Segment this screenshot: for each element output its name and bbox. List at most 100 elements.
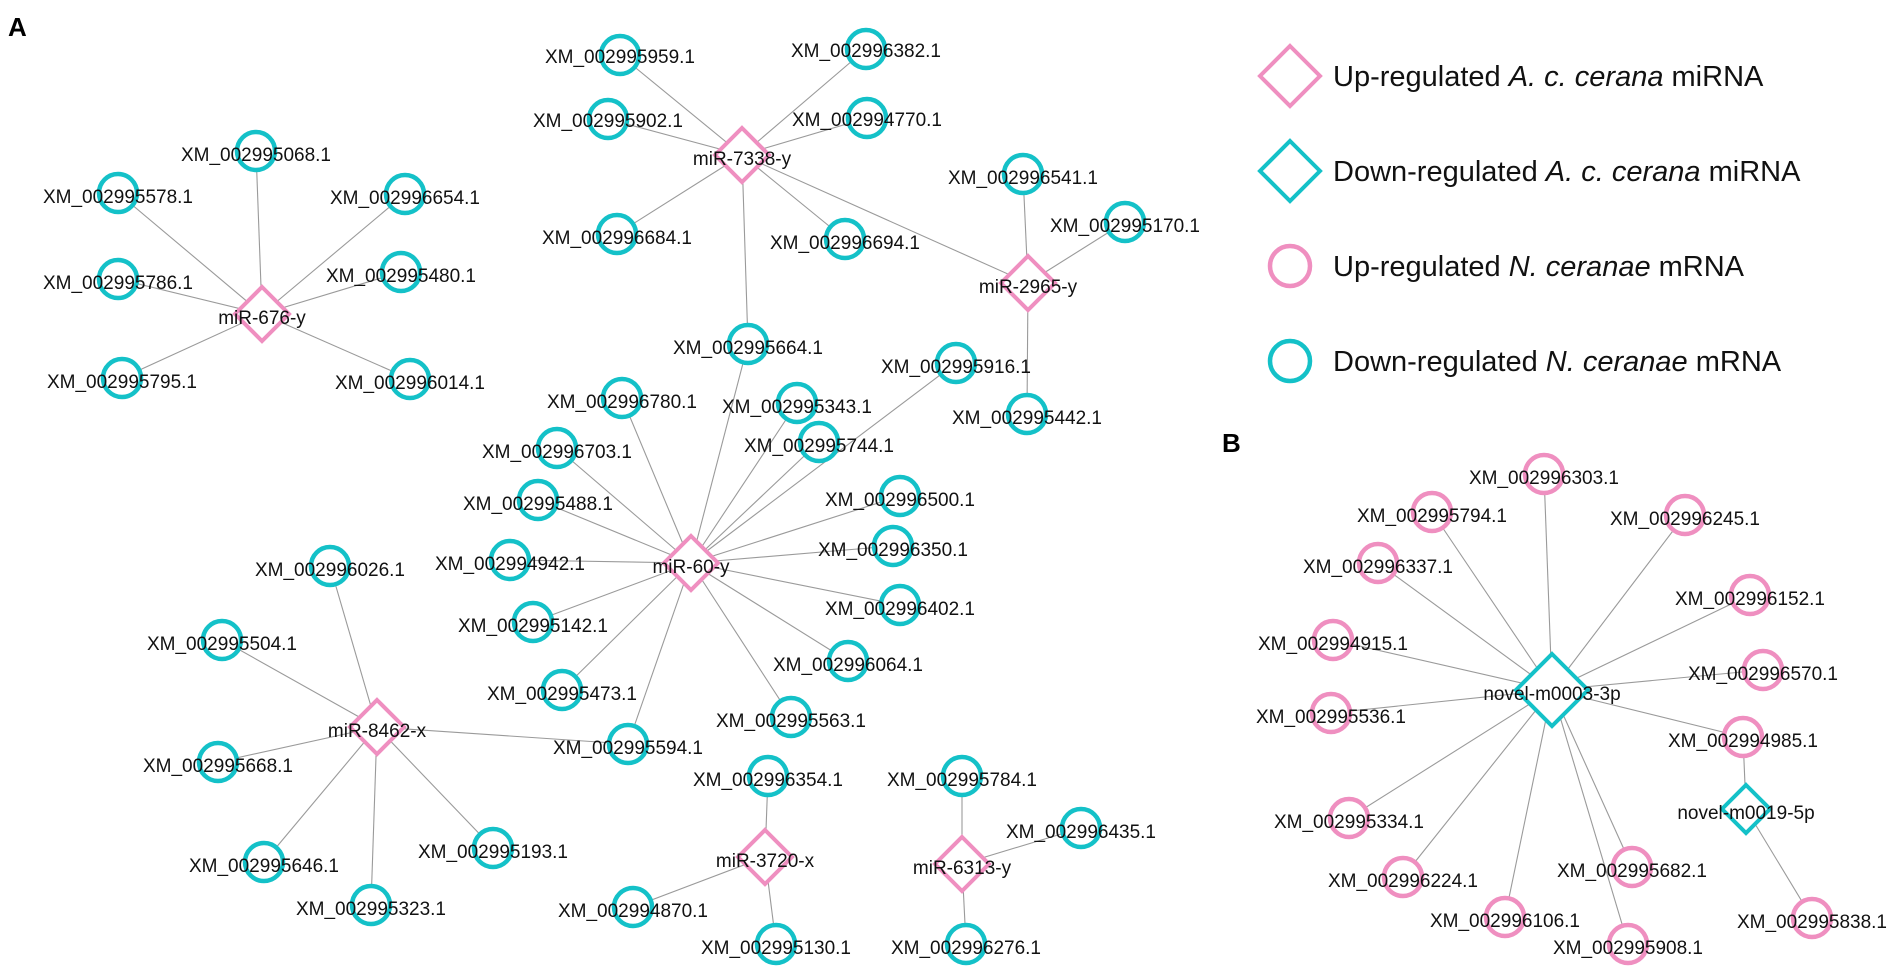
node-label-xm-002995130-1: XM_002995130.1: [701, 938, 851, 959]
edge-mir-8462-x-to-xm-002995594-1: [376, 726, 629, 745]
edge-mir-8462-x-to-xm-002996026-1: [329, 565, 378, 728]
legend-label: Down-regulated A. c. cerana miRNA: [1333, 156, 1801, 188]
mrna-node-xm-002996224-1: [1381, 855, 1425, 899]
legend-circle-icon: [1267, 243, 1313, 289]
node-label-xm-002995794-1: XM_002995794.1: [1357, 506, 1507, 527]
mrna-node-xm-002995504-1: [200, 618, 244, 662]
mrna-node-xm-002995902-1: [586, 97, 630, 141]
mrna-node-xm-002994870-1: [611, 885, 655, 929]
node-label-xm-002996402-1: XM_002996402.1: [825, 599, 975, 620]
node-label-xm-002996541-1: XM_002996541.1: [948, 168, 1098, 189]
node-label-xm-002996350-1: XM_002996350.1: [818, 540, 968, 561]
node-label-xm-002996694-1: XM_002996694.1: [770, 233, 920, 254]
mrna-node-xm-002996106-1: [1483, 895, 1527, 939]
edge-novel-m0003-3p-to-xm-002996106-1: [1504, 689, 1553, 918]
node-label-xm-002995959-1: XM_002995959.1: [545, 47, 695, 68]
edge-mir-8462-x-to-xm-002995193-1: [376, 726, 494, 849]
node-label-xm-002995323-1: XM_002995323.1: [296, 899, 446, 920]
edge-mir-60-y-to-xm-002994942-1: [509, 559, 692, 564]
mrna-node-xm-002995323-1: [349, 883, 393, 927]
mrna-node-xm-002995744-1: [797, 420, 841, 464]
node-label-xm-002996106-1: XM_002996106.1: [1430, 911, 1580, 932]
edge-novel-m0003-3p-to-xm-002996245-1: [1551, 514, 1686, 691]
mrna-node-xm-002996382-1: [844, 27, 888, 71]
mrna-node-xm-002995130-1: [754, 922, 798, 966]
node-label-xm-002995142-1: XM_002995142.1: [458, 616, 608, 637]
mrna-node-xm-002994770-1: [845, 96, 889, 140]
edge-novel-m0003-3p-to-xm-002995794-1: [1431, 511, 1553, 691]
mrna-node-xm-002996402-1: [878, 583, 922, 627]
mrna-node-xm-002996014-1: [388, 357, 432, 401]
node-label-xm-002994915-1: XM_002994915.1: [1258, 634, 1408, 655]
node-label-xm-002995838-1: XM_002995838.1: [1737, 912, 1887, 933]
edge-mir-676-y-to-xm-002996654-1: [261, 193, 406, 315]
edge-mir-8462-x-to-xm-002995504-1: [221, 639, 378, 728]
edge-mir-8462-x-to-xm-002995323-1: [370, 726, 378, 906]
node-label-xm-002995795-1: XM_002995795.1: [47, 372, 197, 393]
mrna-node-xm-002995664-1: [726, 322, 770, 366]
node-label-xm-002995488-1: XM_002995488.1: [463, 494, 613, 515]
mrna-node-xm-002995646-1: [242, 840, 286, 884]
node-label-xm-002995343-1: XM_002995343.1: [722, 397, 872, 418]
node-label-xm-002995786-1: XM_002995786.1: [43, 273, 193, 294]
edge-mir-60-y-to-xm-002995594-1: [627, 562, 692, 745]
mirna-node-mir-7338-y: [712, 125, 772, 185]
mirna-node-mir-60-y: [661, 533, 721, 593]
node-label-xm-002995480-1: XM_002995480.1: [326, 266, 476, 287]
edge-mir-60-y-to-xm-002995473-1: [561, 562, 692, 691]
edge-novel-m0003-3p-to-xm-002995536-1: [1330, 689, 1553, 714]
mrna-node-xm-002995536-1: [1309, 691, 1353, 735]
mrna-node-xm-002996684-1: [595, 212, 639, 256]
legend-entry-4: Down-regulated N. ceranae mRNA: [1267, 338, 1782, 384]
mrna-node-xm-002996780-1: [600, 376, 644, 420]
mrna-node-xm-002996703-1: [535, 426, 579, 470]
mrna-node-xm-002995068-1: [234, 129, 278, 173]
edge-mir-7338-y-to-xm-002996684-1: [616, 154, 743, 235]
node-label-xm-002996026-1: XM_002996026.1: [255, 560, 405, 581]
node-label-xm-002996152-1: XM_002996152.1: [1675, 589, 1825, 610]
node-label-xm-002996064-1: XM_002996064.1: [773, 655, 923, 676]
mrna-node-xm-002995795-1: [100, 356, 144, 400]
mirna-node-novel-m0019-5p: [1719, 782, 1773, 836]
edge-mir-60-y-to-xm-002995488-1: [537, 499, 692, 564]
node-label-xm-002995646-1: XM_002995646.1: [189, 856, 339, 877]
node-label-xm-002994870-1: XM_002994870.1: [558, 901, 708, 922]
node-label-xm-002995536-1: XM_002995536.1: [1256, 707, 1406, 728]
mirna-node-mir-6313-y: [932, 834, 992, 894]
edge-mir-7338-y-to-xm-002995664-1: [741, 154, 749, 345]
mrna-node-xm-002995594-1: [606, 722, 650, 766]
node-label-mir-3720-x: miR-3720-x: [716, 851, 815, 872]
mrna-node-xm-002995838-1: [1790, 896, 1834, 940]
edge-mir-60-y-to-xm-002995563-1: [690, 562, 792, 718]
node-label-xm-002995578-1: XM_002995578.1: [43, 187, 193, 208]
mrna-node-xm-002994915-1: [1311, 618, 1355, 662]
node-label-xm-002996303-1: XM_002996303.1: [1469, 468, 1619, 489]
node-label-xm-002995916-1: XM_002995916.1: [881, 357, 1031, 378]
node-label-xm-002995504-1: XM_002995504.1: [147, 634, 297, 655]
mrna-node-xm-002996354-1: [746, 754, 790, 798]
mrna-node-xm-002995142-1: [511, 600, 555, 644]
node-label-xm-002995442-1: XM_002995442.1: [952, 408, 1102, 429]
node-label-xm-002996224-1: XM_002996224.1: [1328, 871, 1478, 892]
node-label-xm-002995784-1: XM_002995784.1: [887, 770, 1037, 791]
edge-mir-60-y-to-xm-002996500-1: [690, 495, 901, 564]
edge-novel-m0003-3p-to-xm-002996152-1: [1551, 594, 1751, 691]
node-label-xm-002996245-1: XM_002996245.1: [1610, 509, 1760, 530]
node-labels: miR-676-ymiR-7338-ymiR-2965-ymiR-60-ymiR…: [43, 41, 1887, 959]
node-label-xm-002996435-1: XM_002996435.1: [1006, 822, 1156, 843]
panel-label-a: A: [8, 12, 27, 42]
mrna-node-xm-002996435-1: [1059, 806, 1103, 850]
edge-mir-8462-x-to-xm-002995668-1: [217, 726, 378, 763]
mrna-node-xm-002995170-1: [1103, 200, 1147, 244]
mrna-node-xm-002996654-1: [383, 172, 427, 216]
edge-mir-676-y-to-xm-002995795-1: [121, 313, 263, 379]
edge-novel-m0003-3p-to-xm-002996337-1: [1377, 562, 1553, 691]
mrna-node-xm-002996541-1: [1001, 152, 1045, 196]
node-label-xm-002995744-1: XM_002995744.1: [744, 436, 894, 457]
node-label-novel-m0003-3p: novel-m0003-3p: [1483, 684, 1620, 705]
node-label-mir-6313-y: miR-6313-y: [913, 858, 1012, 879]
edge-novel-m0003-3p-to-xm-002995334-1: [1348, 689, 1553, 819]
node-label-xm-002996684-1: XM_002996684.1: [542, 228, 692, 249]
mrna-node-xm-002995916-1: [934, 341, 978, 385]
